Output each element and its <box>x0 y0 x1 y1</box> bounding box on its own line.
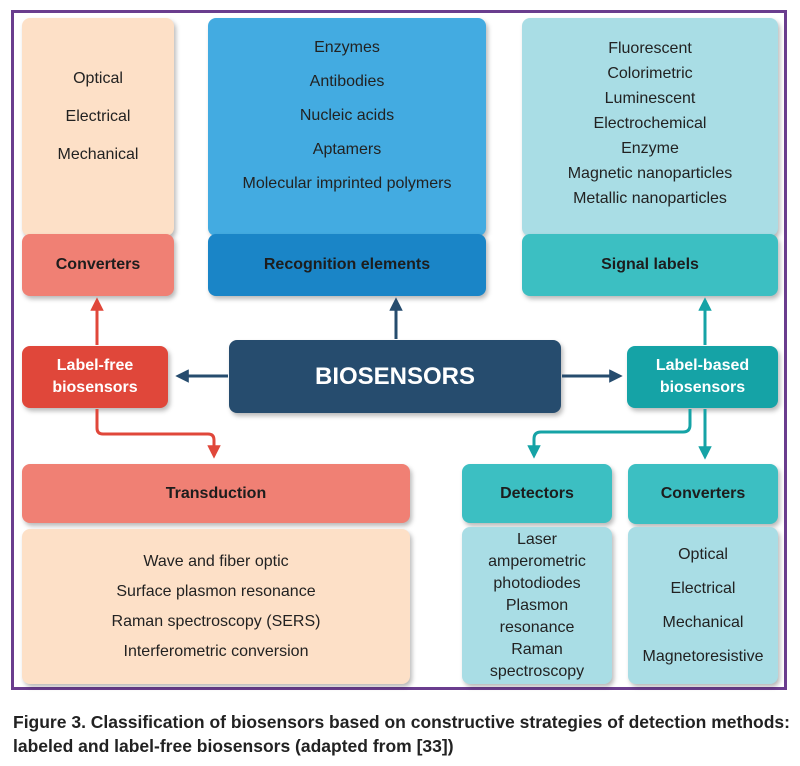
bottom-converters-list: Optical Electrical Mechanical Magnetores… <box>628 527 778 684</box>
arrow-to-transduction <box>95 409 221 459</box>
recognition-item: Enzymes <box>314 39 380 56</box>
detector-line: spectroscopy <box>489 662 585 680</box>
signal-labels-list: Fluorescent Colorimetric Luminescent Ele… <box>522 18 778 236</box>
signal-labels-header: Signal labels <box>522 234 778 296</box>
signal-label-item: Enzyme <box>621 140 679 157</box>
top-converters-header: Converters <box>22 234 174 296</box>
transduction-item: Raman spectroscopy (SERS) <box>111 612 321 630</box>
detectors-header: Detectors <box>462 464 612 523</box>
transduction-item: Surface plasmon resonance <box>116 582 316 600</box>
detector-line: resonance <box>499 618 575 636</box>
converter-item: Mechanical <box>662 613 744 631</box>
biosensors-node: BIOSENSORS <box>229 340 561 413</box>
signal-label-item: Electrochemical <box>593 115 707 132</box>
converter-type: Electrical <box>65 108 131 125</box>
signal-label-item: Colorimetric <box>607 65 693 82</box>
detector-line: Laser <box>516 530 558 548</box>
label-based-node: Label-based biosensors <box>627 346 778 408</box>
converter-type: Optical <box>73 70 123 87</box>
figure-caption: Figure 3. Classification of biosensors b… <box>13 712 790 756</box>
recognition-item: Antibodies <box>309 73 385 90</box>
recognition-elements-list: Enzymes Antibodies Nucleic acids Aptamer… <box>208 18 486 236</box>
arrow-to-detectors <box>527 409 692 459</box>
detector-line: Raman <box>511 640 563 658</box>
label-free-node: Label-free biosensors <box>22 346 168 408</box>
signal-label-item: Metallic nanoparticles <box>573 190 727 207</box>
transduction-list: Wave and fiber optic Surface plasmon res… <box>22 529 410 684</box>
signal-label-item: Luminescent <box>604 90 696 107</box>
recognition-item: Molecular imprinted polymers <box>242 175 452 192</box>
detectors-list: Laser amperometric photodiodes Plasmon r… <box>462 527 612 684</box>
recognition-item: Aptamers <box>312 141 382 158</box>
recognition-elements-header: Recognition elements <box>208 234 486 296</box>
converter-item: Magnetoresistive <box>642 647 764 665</box>
bottom-converters-header: Converters <box>628 464 778 524</box>
recognition-item: Nucleic acids <box>299 107 395 124</box>
detector-line: amperometric <box>488 552 586 570</box>
transduction-item: Interferometric conversion <box>123 642 309 660</box>
detector-line: photodiodes <box>493 574 581 592</box>
transduction-item: Wave and fiber optic <box>143 552 289 570</box>
converter-item: Electrical <box>670 579 736 597</box>
top-converters-list: Optical Electrical Mechanical <box>22 18 174 236</box>
converter-item: Optical <box>678 545 728 563</box>
converter-type: Mechanical <box>57 146 139 163</box>
detector-line: Plasmon <box>505 596 569 614</box>
signal-label-item: Magnetic nanoparticles <box>567 165 733 182</box>
signal-label-item: Fluorescent <box>608 40 692 57</box>
transduction-header: Transduction <box>22 464 410 523</box>
